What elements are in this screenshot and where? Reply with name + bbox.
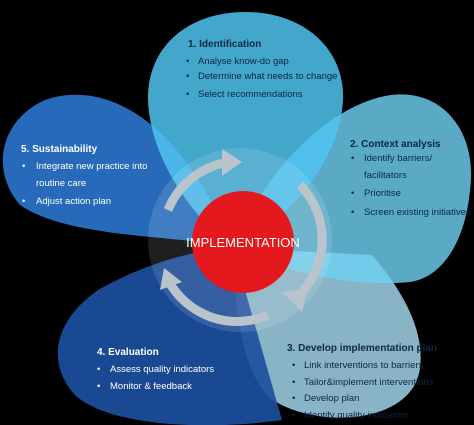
bullet: • xyxy=(22,161,25,172)
bullet: • xyxy=(97,381,100,392)
petal-develop-plan xyxy=(233,248,421,418)
bullet: • xyxy=(351,153,354,164)
phase-heading: 1. Identification xyxy=(188,39,261,50)
bullet: • xyxy=(292,377,295,388)
bullet: • xyxy=(22,196,25,207)
phase-item: Adjust action plan xyxy=(36,196,111,207)
phase-item: routine care xyxy=(36,178,86,189)
phase-item: facilitators xyxy=(364,170,407,181)
phase-heading: 3. Develop implementation plan xyxy=(287,343,437,354)
phase-item: Identify barriers/ xyxy=(364,153,432,164)
phase-identification: 1. Identification • Analyse know-do gap … xyxy=(186,39,337,100)
phase-item: Tailor&implement interventions xyxy=(304,377,434,388)
phase-item: Screen existing initiatives xyxy=(364,207,471,218)
bullet: • xyxy=(292,393,295,404)
phase-item: Prioritise xyxy=(364,188,401,199)
phase-item: Monitor & feedback xyxy=(110,381,192,392)
phase-item: Determine what needs to change xyxy=(198,71,337,82)
phase-item: Analyse know-do gap xyxy=(198,56,289,67)
bullet: • xyxy=(292,410,295,421)
petal-sustainability xyxy=(2,94,234,248)
cycle-arrow-top xyxy=(163,158,226,212)
petal-identification xyxy=(147,12,344,248)
bullet: • xyxy=(97,364,100,375)
phase-develop-plan: 3. Develop implementation plan • Link in… xyxy=(287,343,437,421)
center-circle xyxy=(192,191,294,293)
phase-item: Select recommendations xyxy=(198,89,303,100)
cycle-arrow-bottom xyxy=(164,277,270,326)
bullet: • xyxy=(186,89,189,100)
phase-sustainability: 5. Sustainability • Integrate new practi… xyxy=(21,144,147,207)
phase-item: Identify quality indicators xyxy=(304,410,408,421)
center-label: IMPLEMENTATION xyxy=(186,235,300,250)
bullet: • xyxy=(186,71,189,82)
phase-context-analysis: 2. Context analysis • Identify barriers/… xyxy=(350,139,471,218)
phase-heading: 2. Context analysis xyxy=(350,139,441,150)
petal-evaluation xyxy=(57,248,282,425)
phase-item: Assess quality indicators xyxy=(110,364,214,375)
cycle-arrow-right xyxy=(294,181,327,300)
phase-evaluation: 4. Evaluation • Assess quality indicator… xyxy=(97,347,214,392)
phase-heading: 5. Sustainability xyxy=(21,144,98,155)
cycle-arrowhead-right xyxy=(282,288,308,312)
bullet: • xyxy=(351,188,354,199)
cycle-arrowhead-bottom xyxy=(160,268,182,290)
cycle-arrows xyxy=(163,158,327,326)
phase-item: Integrate new practice into xyxy=(36,161,147,172)
bullet: • xyxy=(292,360,295,371)
bullet: • xyxy=(351,207,354,218)
cycle-arrowhead-top xyxy=(222,149,242,176)
phase-heading: 4. Evaluation xyxy=(97,347,159,358)
phase-item: Link interventions to barriers xyxy=(304,360,424,371)
bullet: • xyxy=(186,56,189,67)
phase-item: Develop plan xyxy=(304,393,359,404)
